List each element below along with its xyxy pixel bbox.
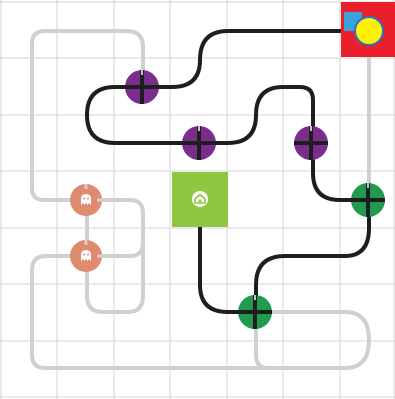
goal-tile[interactable] — [341, 2, 395, 57]
ghost-eye — [87, 198, 89, 200]
inactive-track-ghost-lower — [87, 228, 143, 312]
inactive-track-right-loop — [256, 312, 369, 368]
ghost-eye — [87, 254, 89, 256]
purple-crossing-node[interactable] — [294, 126, 328, 160]
ghost-crossing-node[interactable] — [70, 240, 102, 272]
ghost-eye — [83, 254, 85, 256]
green-crossing-node[interactable] — [351, 183, 385, 217]
home-icon — [192, 191, 208, 207]
home-tile[interactable] — [172, 172, 228, 227]
green-crossing-node[interactable] — [238, 295, 272, 329]
ghost-eye — [83, 198, 85, 200]
purple-crossing-node[interactable] — [182, 126, 216, 160]
purple-crossing-node[interactable] — [125, 70, 159, 104]
ghost-crossing-node[interactable] — [70, 184, 102, 216]
player-ball-icon[interactable] — [355, 17, 383, 45]
